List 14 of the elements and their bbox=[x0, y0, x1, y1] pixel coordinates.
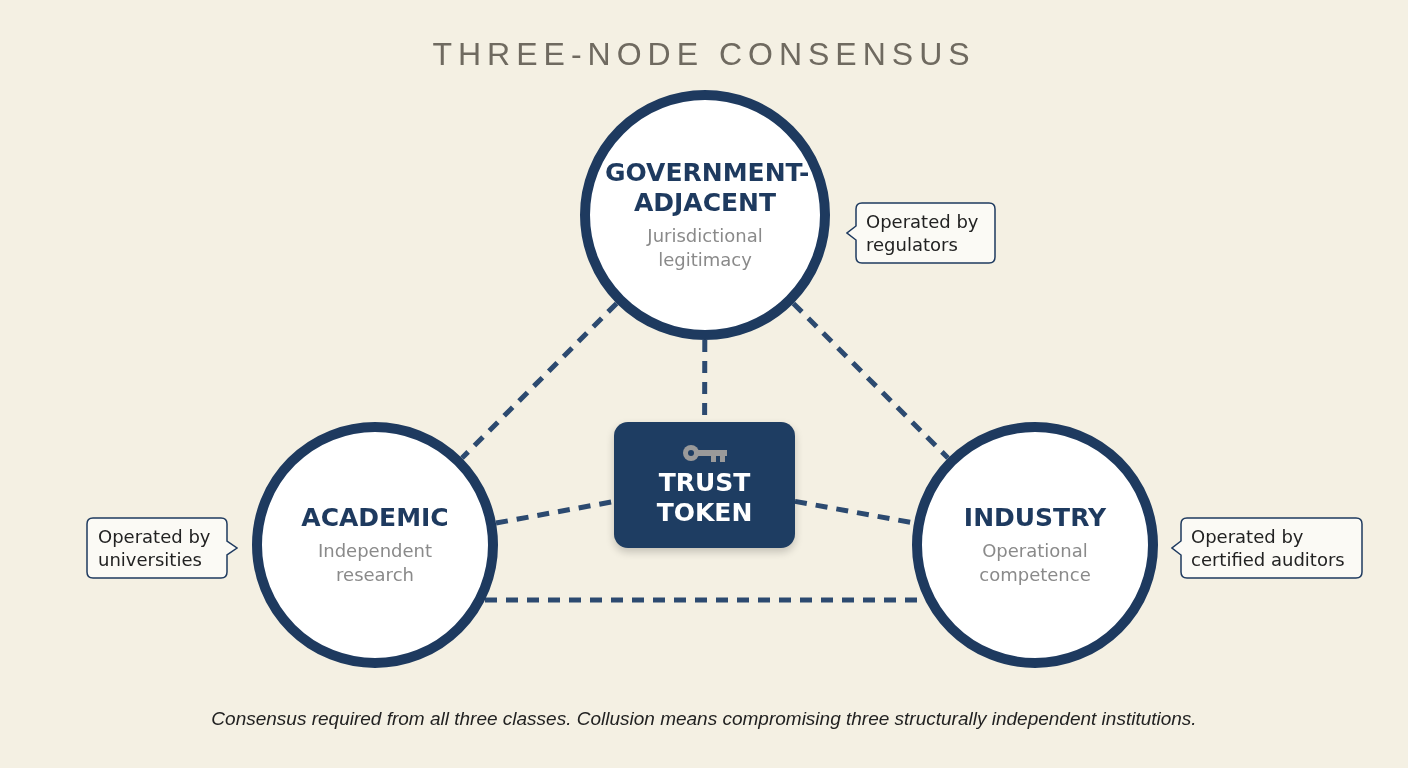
token-box bbox=[614, 422, 795, 548]
callout-bubble: Operated by certified auditors bbox=[1171, 517, 1363, 579]
node-subtitle: Independent research bbox=[316, 539, 434, 587]
dashed-connector bbox=[460, 301, 619, 460]
node-title: INDUSTRY bbox=[963, 503, 1107, 533]
dashed-connector bbox=[791, 301, 950, 460]
node-subtitle: Jurisdictional legitimacy bbox=[645, 224, 764, 272]
node-title: ACADEMIC bbox=[301, 503, 449, 533]
callout-bubble: Operated by universities bbox=[86, 517, 238, 579]
title: THREE-NODE CONSENSUS bbox=[432, 36, 976, 73]
callout-bubble: Operated by regulators bbox=[846, 202, 996, 264]
node-title: TRUST TOKEN bbox=[655, 468, 754, 528]
caption: Consensus required from all three classes. Collusion means compromising three structurally independent institutions. bbox=[211, 708, 1197, 730]
node-subtitle: Operational competence bbox=[978, 539, 1092, 587]
